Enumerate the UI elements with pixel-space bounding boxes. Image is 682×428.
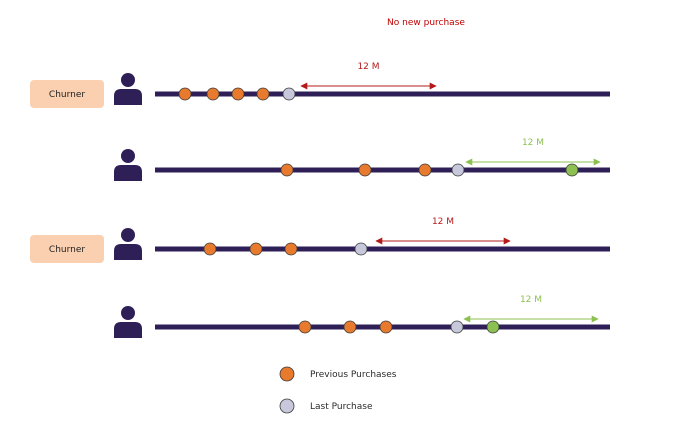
churner-badge: Churner xyxy=(30,235,104,263)
last-purchase-dot xyxy=(282,87,296,101)
churner-badge: Churner xyxy=(30,80,104,108)
twelve-month-window-label: 12 M xyxy=(520,295,542,305)
legend-item: Last Purchase xyxy=(279,398,373,414)
twelve-month-window-label: 12 M xyxy=(522,138,544,148)
new-purchase-dot xyxy=(486,320,500,334)
twelve-month-window-label: 12 M xyxy=(432,217,454,227)
previous-purchase-dot xyxy=(249,242,263,256)
previous-purchase-dot xyxy=(280,163,294,177)
timeline-row: 12 M xyxy=(114,295,610,338)
previous-purchase-dot xyxy=(256,87,270,101)
person-icon xyxy=(114,306,142,338)
last-purchase-dot xyxy=(450,320,464,334)
last-purchase-dot xyxy=(354,242,368,256)
previous-purchase-dot xyxy=(203,242,217,256)
previous-purchase-dot xyxy=(418,163,432,177)
legend-swatch xyxy=(279,366,295,382)
previous-purchase-dot xyxy=(178,87,192,101)
timeline-rows: Churner 12 M 12 M Churner 12 M 12 M xyxy=(30,62,610,338)
person-icon xyxy=(114,149,142,181)
previous-purchase-dot xyxy=(206,87,220,101)
no-new-purchase-note: No new purchase xyxy=(387,18,465,28)
previous-purchase-dot xyxy=(358,163,372,177)
previous-purchase-dot xyxy=(343,320,357,334)
person-icon xyxy=(114,73,142,105)
new-purchase-dot xyxy=(565,163,579,177)
legend-swatch xyxy=(279,398,295,414)
last-purchase-dot xyxy=(451,163,465,177)
churner-badge-bg xyxy=(30,80,104,108)
twelve-month-window-label: 12 M xyxy=(357,62,379,72)
person-icon xyxy=(114,228,142,260)
churner-badge-label: Churner xyxy=(49,90,85,100)
churner-badge-bg xyxy=(30,235,104,263)
previous-purchase-dot xyxy=(379,320,393,334)
previous-purchase-dot xyxy=(231,87,245,101)
timeline-row: Churner 12 M xyxy=(30,62,610,108)
previous-purchase-dot xyxy=(284,242,298,256)
legend-label: Last Purchase xyxy=(310,402,373,412)
timeline-row: Churner 12 M xyxy=(30,217,610,263)
churner-badge-label: Churner xyxy=(49,245,85,255)
previous-purchase-dot xyxy=(298,320,312,334)
legend-item: Previous Purchases xyxy=(279,366,397,382)
timeline-row: 12 M xyxy=(114,138,610,181)
legend-label: Previous Purchases xyxy=(310,370,397,380)
